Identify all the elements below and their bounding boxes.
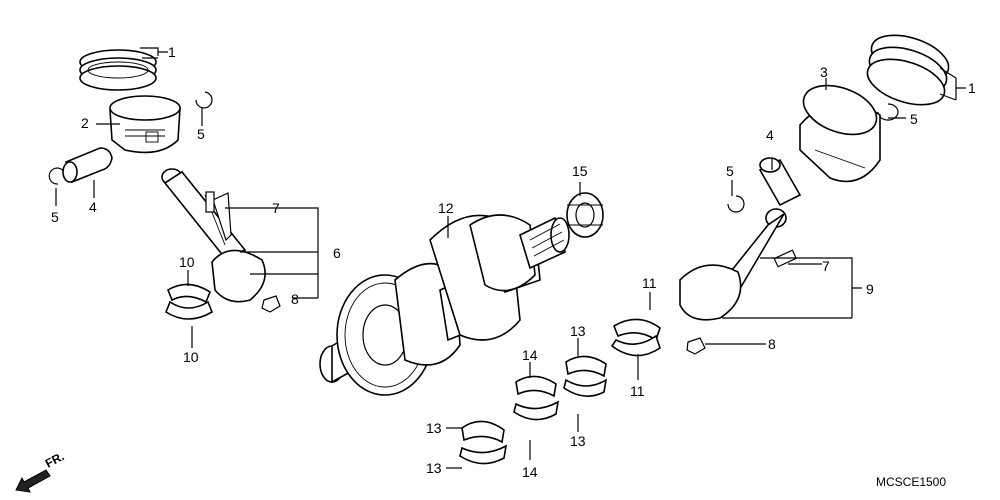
- piston-rings-left: [79, 49, 157, 91]
- circlip-right-bottom: [727, 195, 745, 213]
- callout-12: 12: [438, 200, 454, 216]
- rod-bearing-right: [610, 318, 661, 357]
- callout-5-right-bottom: 5: [726, 163, 734, 179]
- callout-11-top: 11: [642, 275, 657, 291]
- callout-5-left-bottom: 5: [51, 209, 59, 225]
- callout-10-bottom: 10: [183, 349, 199, 365]
- front-arrow-icon: [15, 469, 51, 493]
- callout-5-left-top: 5: [197, 126, 205, 142]
- callout-13-a: 13: [570, 323, 586, 339]
- piston-pin-right: [758, 157, 802, 207]
- callout-13-b: 13: [570, 433, 586, 449]
- callout-13-d: 13: [426, 460, 442, 476]
- connecting-rod-left: [161, 168, 266, 303]
- callout-11-bottom: 11: [630, 383, 645, 399]
- drive-gear: [566, 192, 604, 238]
- circlip-left-top: [195, 91, 213, 109]
- rod-bearing-left: [165, 283, 213, 320]
- callout-7-left: 7: [272, 200, 280, 216]
- callout-5-right-top: 5: [910, 111, 918, 127]
- main-bearing-upper-a: [563, 355, 608, 397]
- rod-nut-left: [261, 295, 281, 313]
- callouts: 1 2 5 4 5 7 6 8 10 10 12 15 13 14 13 13 …: [51, 44, 976, 480]
- piston-left: [109, 95, 181, 154]
- rod-nut-right: [686, 337, 706, 355]
- callout-14-b: 14: [522, 464, 538, 480]
- crankshaft: [319, 214, 570, 396]
- callout-3: 3: [820, 64, 828, 80]
- callout-15: 15: [572, 163, 588, 179]
- piston-rings-right: [866, 34, 950, 106]
- callout-1-left: 1: [168, 44, 176, 60]
- connecting-rod-right: [679, 208, 787, 321]
- piston-pin-left: [62, 147, 113, 184]
- front-direction-indicator: FR.: [15, 449, 67, 493]
- leader-lines: [55, 47, 966, 469]
- callout-7-right: 7: [822, 258, 830, 274]
- callout-4-right: 4: [766, 127, 774, 143]
- callout-4-left: 4: [89, 199, 97, 215]
- callout-13-c: 13: [426, 420, 442, 436]
- rod-bolt-left: [205, 191, 215, 213]
- callout-14-a: 14: [522, 347, 538, 363]
- callout-8-left: 8: [291, 291, 299, 307]
- callout-9: 9: [866, 281, 874, 297]
- callout-10-top: 10: [179, 254, 195, 270]
- callout-8-right: 8: [768, 336, 776, 352]
- diagram-code: MCSCE1500: [876, 475, 946, 489]
- callout-6: 6: [333, 245, 341, 261]
- piston-right: [799, 84, 881, 183]
- callout-2: 2: [81, 115, 89, 131]
- callout-1-right: 1: [968, 80, 976, 96]
- main-bearing-upper-b: [513, 375, 560, 421]
- front-label: FR.: [43, 449, 67, 470]
- main-bearing-lower-a: [459, 420, 508, 465]
